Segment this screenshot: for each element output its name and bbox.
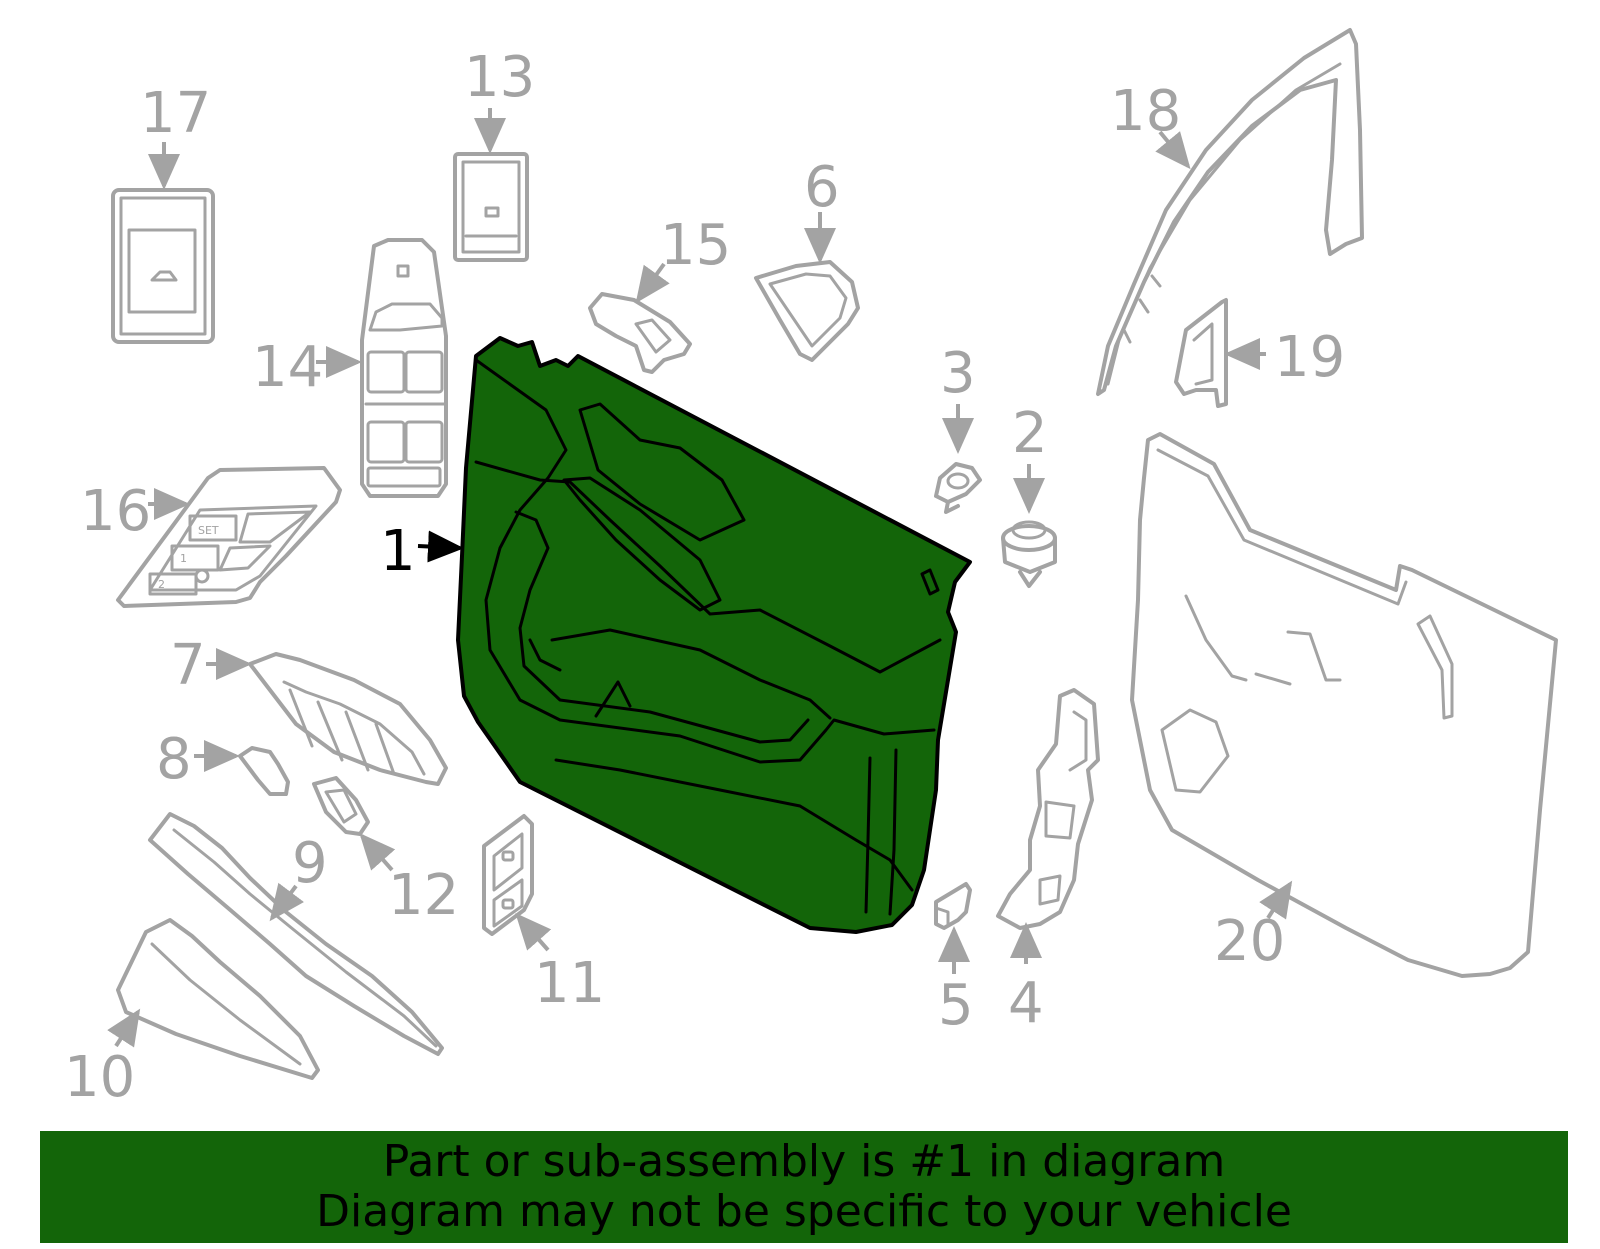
callout-20: 20 xyxy=(1214,909,1285,974)
callout-19: 19 xyxy=(1274,325,1345,390)
callout-15: 15 xyxy=(660,213,731,278)
memory-2-label: 2 xyxy=(158,578,165,591)
tweeter-cover-part-6[interactable] xyxy=(754,260,860,362)
bracket-part-15[interactable] xyxy=(588,292,692,374)
callout-17: 17 xyxy=(140,81,211,146)
callout-18: 18 xyxy=(1110,79,1181,144)
switch-panel-part-13[interactable] xyxy=(453,152,529,262)
set-label: SET xyxy=(198,524,219,537)
handle-bezel-part-7[interactable] xyxy=(248,652,448,786)
callout-12: 12 xyxy=(388,863,459,928)
window-switch-part-14[interactable] xyxy=(360,238,448,498)
info-banner: Part or sub-assembly is #1 in diagram Di… xyxy=(40,1131,1568,1243)
banner-line-1: Part or sub-assembly is #1 in diagram xyxy=(382,1136,1226,1187)
small-clip-part-5[interactable] xyxy=(934,882,972,930)
callout-3: 3 xyxy=(940,341,976,406)
lower-trim-part-10[interactable] xyxy=(116,918,320,1080)
memory-panel-part-16[interactable]: SET 1 2 xyxy=(116,466,342,608)
trim-strip-part-9[interactable] xyxy=(148,812,444,1056)
bezel-part-12[interactable] xyxy=(312,776,370,836)
callout-2: 2 xyxy=(1012,401,1048,466)
callout-8: 8 xyxy=(156,727,192,792)
callout-10: 10 xyxy=(64,1045,135,1110)
callout-6: 6 xyxy=(804,155,840,220)
trim-bracket-part-4[interactable] xyxy=(996,688,1100,930)
cover-part-8[interactable] xyxy=(238,746,290,796)
banner-line-2: Diagram may not be specific to your vehi… xyxy=(316,1186,1292,1237)
callout-16: 16 xyxy=(80,479,151,544)
bracket-clip-part-3[interactable] xyxy=(934,462,982,514)
switch-panel-part-17[interactable] xyxy=(111,188,215,344)
frame-trim-part-18[interactable] xyxy=(1096,28,1364,396)
callout-9: 9 xyxy=(292,831,328,896)
callout-13: 13 xyxy=(464,45,535,110)
callout-14: 14 xyxy=(252,335,323,400)
callout-7: 7 xyxy=(170,633,206,698)
parts-diagram: SET 1 2 xyxy=(64,28,1558,1110)
door-trim-panel-part-1[interactable] xyxy=(456,336,972,934)
mirror-cover-part-19[interactable] xyxy=(1174,298,1228,408)
callout-1: 1 xyxy=(380,519,416,584)
callout-5: 5 xyxy=(938,973,974,1038)
callout-11: 11 xyxy=(534,951,605,1016)
inner-door-part-20[interactable] xyxy=(1130,432,1558,978)
memory-1-label: 1 xyxy=(180,552,187,565)
push-clip-part-2[interactable] xyxy=(1001,520,1057,588)
callout-4: 4 xyxy=(1008,971,1044,1036)
switch-part-11[interactable] xyxy=(482,814,534,936)
